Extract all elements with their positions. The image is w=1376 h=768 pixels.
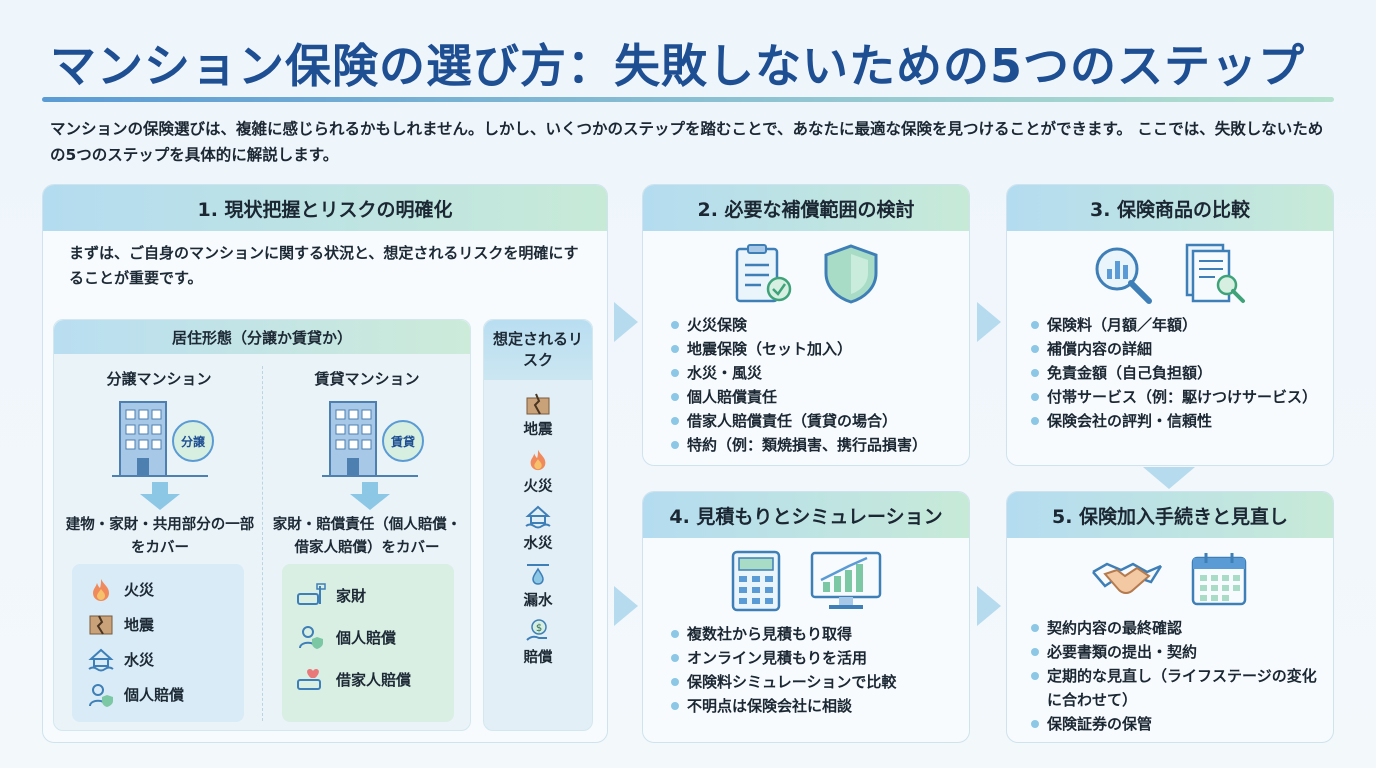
step3-title: 3. 保険商品の比較 [1007, 185, 1333, 231]
step4-item: 保険料シミュレーションで比較 [669, 670, 896, 694]
risks-title: 想定されるリスク [484, 320, 592, 380]
step4-item: オンライン見積もりを活用 [669, 646, 896, 670]
step2-item: 個人賠償責任 [669, 385, 927, 409]
broken-heart-sofa-icon [297, 669, 321, 690]
owned-item-fire: 火災 [88, 572, 244, 607]
flood-icon [88, 648, 114, 671]
rental-coverage: 家財・賠償責任（個人賠償・借家人賠償）をカバー [272, 517, 462, 556]
fire-icon [530, 449, 546, 471]
step2-item: 特約（例：類焼損害、携行品損害） [669, 433, 927, 457]
step4-list: 複数社から見積もり取得 オンライン見積もりを活用 保険料シミュレーションで比較 … [669, 622, 896, 718]
owned-item-flood: 水災 [88, 642, 244, 677]
rental-item-list: 家財 個人賠償 借家人賠償 [282, 564, 454, 722]
arrow-step3-to-step5 [1143, 467, 1195, 489]
owned-title: 分譲マンション [106, 370, 212, 388]
step5-item: 保険証券の保管 [1029, 712, 1321, 736]
checklist-icon [735, 244, 792, 303]
owned-item-liability: 個人賠償 [88, 677, 244, 712]
rental-item-tenant-liability: 借家人賠償 [296, 658, 454, 700]
document-search-icon [1185, 243, 1245, 303]
arrow-step4-to-step5 [977, 586, 1001, 626]
step3-list: 保険料（月額／年額） 補償内容の詳細 免責金額（自己負担額） 付帯サービス（例：… [1029, 313, 1317, 433]
step5-item: 必要書類の提出・契約 [1029, 640, 1321, 664]
risk-earthquake: 地震 [484, 392, 592, 439]
page-title: マンション保険の選び方：失敗しないための5つのステップ [50, 39, 1306, 93]
calendar-icon [1191, 553, 1247, 606]
step3-card: 3. 保険商品の比較 保険料（月額／年額） 補償内容の詳細 免責金額（自己負担額… [1006, 184, 1334, 466]
furniture-icon [297, 583, 326, 605]
handshake-icon [1092, 562, 1163, 594]
residence-divider [262, 366, 263, 721]
earthquake-icon [89, 615, 113, 635]
step2-card: 2. 必要な補償範囲の検討 火災保険 地震保険（セット加入） 水災・風災 個人賠… [642, 184, 970, 466]
magnifier-chart-icon [1095, 247, 1152, 304]
calculator-icon [731, 550, 781, 612]
svg-text:$: $ [536, 623, 542, 634]
step3-item: 保険会社の評判・信頼性 [1029, 409, 1317, 433]
step3-item: 付帯サービス（例：駆けつけサービス） [1029, 385, 1317, 409]
step4-item: 不明点は保険会社に相談 [669, 694, 896, 718]
step5-title: 5. 保険加入手続きと見直し [1007, 492, 1333, 538]
step2-title: 2. 必要な補償範囲の検討 [643, 185, 969, 231]
residence-title: 居住形態（分譲か賃貸か） [54, 320, 470, 354]
step4-title: 4. 見積もりとシミュレーション [643, 492, 969, 538]
monitor-chart-icon [810, 551, 882, 609]
step2-item: 借家人賠償責任（賃貸の場合） [669, 409, 927, 433]
arrow-step1-to-step2 [614, 302, 638, 342]
step5-item: 契約内容の最終確認 [1029, 616, 1321, 640]
risk-water-leak: 漏水 [484, 561, 592, 610]
step2-list: 火災保険 地震保険（セット加入） 水災・風災 個人賠償責任 借家人賠償責任（賃貸… [669, 313, 927, 457]
risk-fire: 火災 [484, 447, 592, 496]
risk-flood: 水災 [484, 504, 592, 553]
owned-building-icon [112, 401, 208, 477]
owned-coverage: 建物・家財・共用部分の一部をカバー [65, 517, 255, 556]
owned-badge: 分譲 [172, 420, 214, 462]
owned-down-arrow-icon [140, 482, 180, 510]
rental-item-personal-liability: 個人賠償 [296, 616, 454, 658]
person-shield-icon [299, 626, 323, 649]
step3-item: 保険料（月額／年額） [1029, 313, 1317, 337]
title-divider [42, 97, 1334, 102]
person-shield-icon [89, 683, 113, 707]
water-drop-icon [527, 564, 549, 585]
rental-building-icon [322, 401, 418, 477]
owned-item-earthquake: 地震 [88, 607, 244, 642]
rental-item-belongings: 家財 [296, 574, 454, 616]
risk-liability: $ 賠償 [484, 618, 592, 667]
step4-card: 4. 見積もりとシミュレーション 複数社から見積もり取得 オンライン見積もりを活… [642, 491, 970, 743]
step1-description: まずは、ご自身のマンションに関する状況と、想定されるリスクを明確にすることが重要… [69, 244, 579, 287]
step3-item: 補償内容の詳細 [1029, 337, 1317, 361]
residence-panel: 居住形態（分譲か賃貸か） 分譲マンション 分譲 建物・家財・共用部分の一部をカバ… [53, 319, 471, 731]
step2-item: 地震保険（セット加入） [669, 337, 927, 361]
money-hand-icon: $ [526, 619, 547, 641]
step5-card: 5. 保険加入手続きと見直し 契約内容の最終確認 必要書類の提出・契約 定期的な… [1006, 491, 1334, 743]
shield-icon [824, 244, 878, 304]
rental-badge: 賃貸 [382, 420, 424, 462]
arrow-step1-to-step4 [614, 586, 638, 626]
rental-down-arrow-icon [350, 482, 390, 510]
step3-item: 免責金額（自己負担額） [1029, 361, 1317, 385]
earthquake-icon [526, 393, 550, 415]
step1-title: 1. 現状把握とリスクの明確化 [43, 185, 607, 231]
flood-icon [525, 505, 551, 529]
intro-text: マンションの保険選びは、複雑に感じられるかもしれません。しかし、いくつかのステッ… [50, 120, 1324, 164]
fire-icon [93, 578, 109, 601]
arrow-step2-to-step3 [977, 302, 1001, 342]
step5-item: 定期的な見直し（ライフステージの変化に合わせて） [1029, 664, 1321, 712]
rental-title: 賃貸マンション [314, 370, 420, 388]
step4-item: 複数社から見積もり取得 [669, 622, 896, 646]
step1-card: 1. 現状把握とリスクの明確化 まずは、ご自身のマンションに関する状況と、想定さ… [42, 184, 608, 743]
step2-item: 火災保険 [669, 313, 927, 337]
step5-list: 契約内容の最終確認 必要書類の提出・契約 定期的な見直し（ライフステージの変化に… [1029, 616, 1321, 736]
step2-item: 水災・風災 [669, 361, 927, 385]
risks-panel: 想定されるリスク 地震 火災 水災 漏水 $ 賠償 [483, 319, 593, 731]
owned-item-list: 火災 地震 水災 個人賠償 [72, 564, 244, 722]
